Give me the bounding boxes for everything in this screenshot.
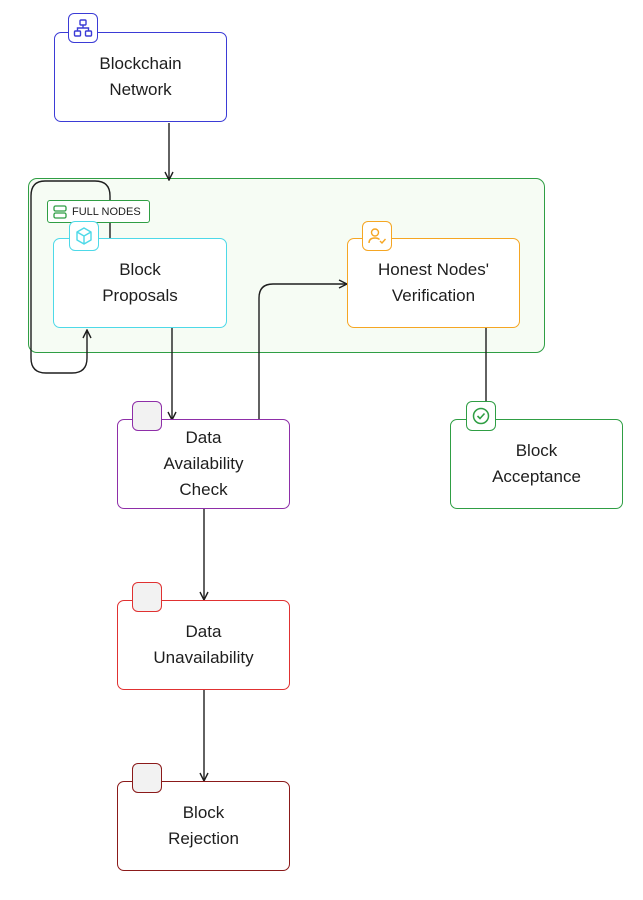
node-label-line: Availability [163, 454, 244, 473]
server-icon [53, 204, 67, 219]
node-block-rejection[interactable]: Block Rejection [117, 781, 290, 871]
node-data-availability-check[interactable]: Data Availability Check [117, 419, 290, 509]
sitemap-icon [68, 13, 98, 43]
node-label-line: Honest Nodes' [378, 260, 489, 279]
blank-badge-icon [132, 401, 162, 431]
node-label-line: Rejection [168, 829, 239, 848]
node-block-acceptance[interactable]: Block Acceptance [450, 419, 623, 509]
blank-badge-icon [132, 582, 162, 612]
cube-icon [69, 221, 99, 251]
check-circle-icon [466, 401, 496, 431]
node-label-line: Check [179, 480, 228, 499]
full-nodes-label: FULL NODES [47, 200, 150, 223]
blank-badge-icon [132, 763, 162, 793]
node-label-line: Data [185, 428, 222, 447]
node-label-line: Network [109, 80, 172, 99]
node-label-line: Unavailability [153, 648, 254, 667]
node-block-proposals[interactable]: Block Proposals [53, 238, 227, 328]
node-honest-nodes-verification[interactable]: Honest Nodes' Verification [347, 238, 520, 328]
user-check-icon [362, 221, 392, 251]
node-label-line: Acceptance [492, 467, 581, 486]
node-label-line: Verification [391, 286, 476, 305]
node-label-line: Block [182, 803, 225, 822]
node-label-line: Data [185, 622, 222, 641]
node-label-line: Blockchain [99, 54, 182, 73]
node-blockchain-network[interactable]: Blockchain Network [54, 32, 227, 122]
node-data-unavailability[interactable]: Data Unavailability [117, 600, 290, 690]
node-label-line: Block [119, 260, 161, 279]
node-label-line: Proposals [102, 286, 178, 305]
node-label-line: Block [515, 441, 558, 460]
